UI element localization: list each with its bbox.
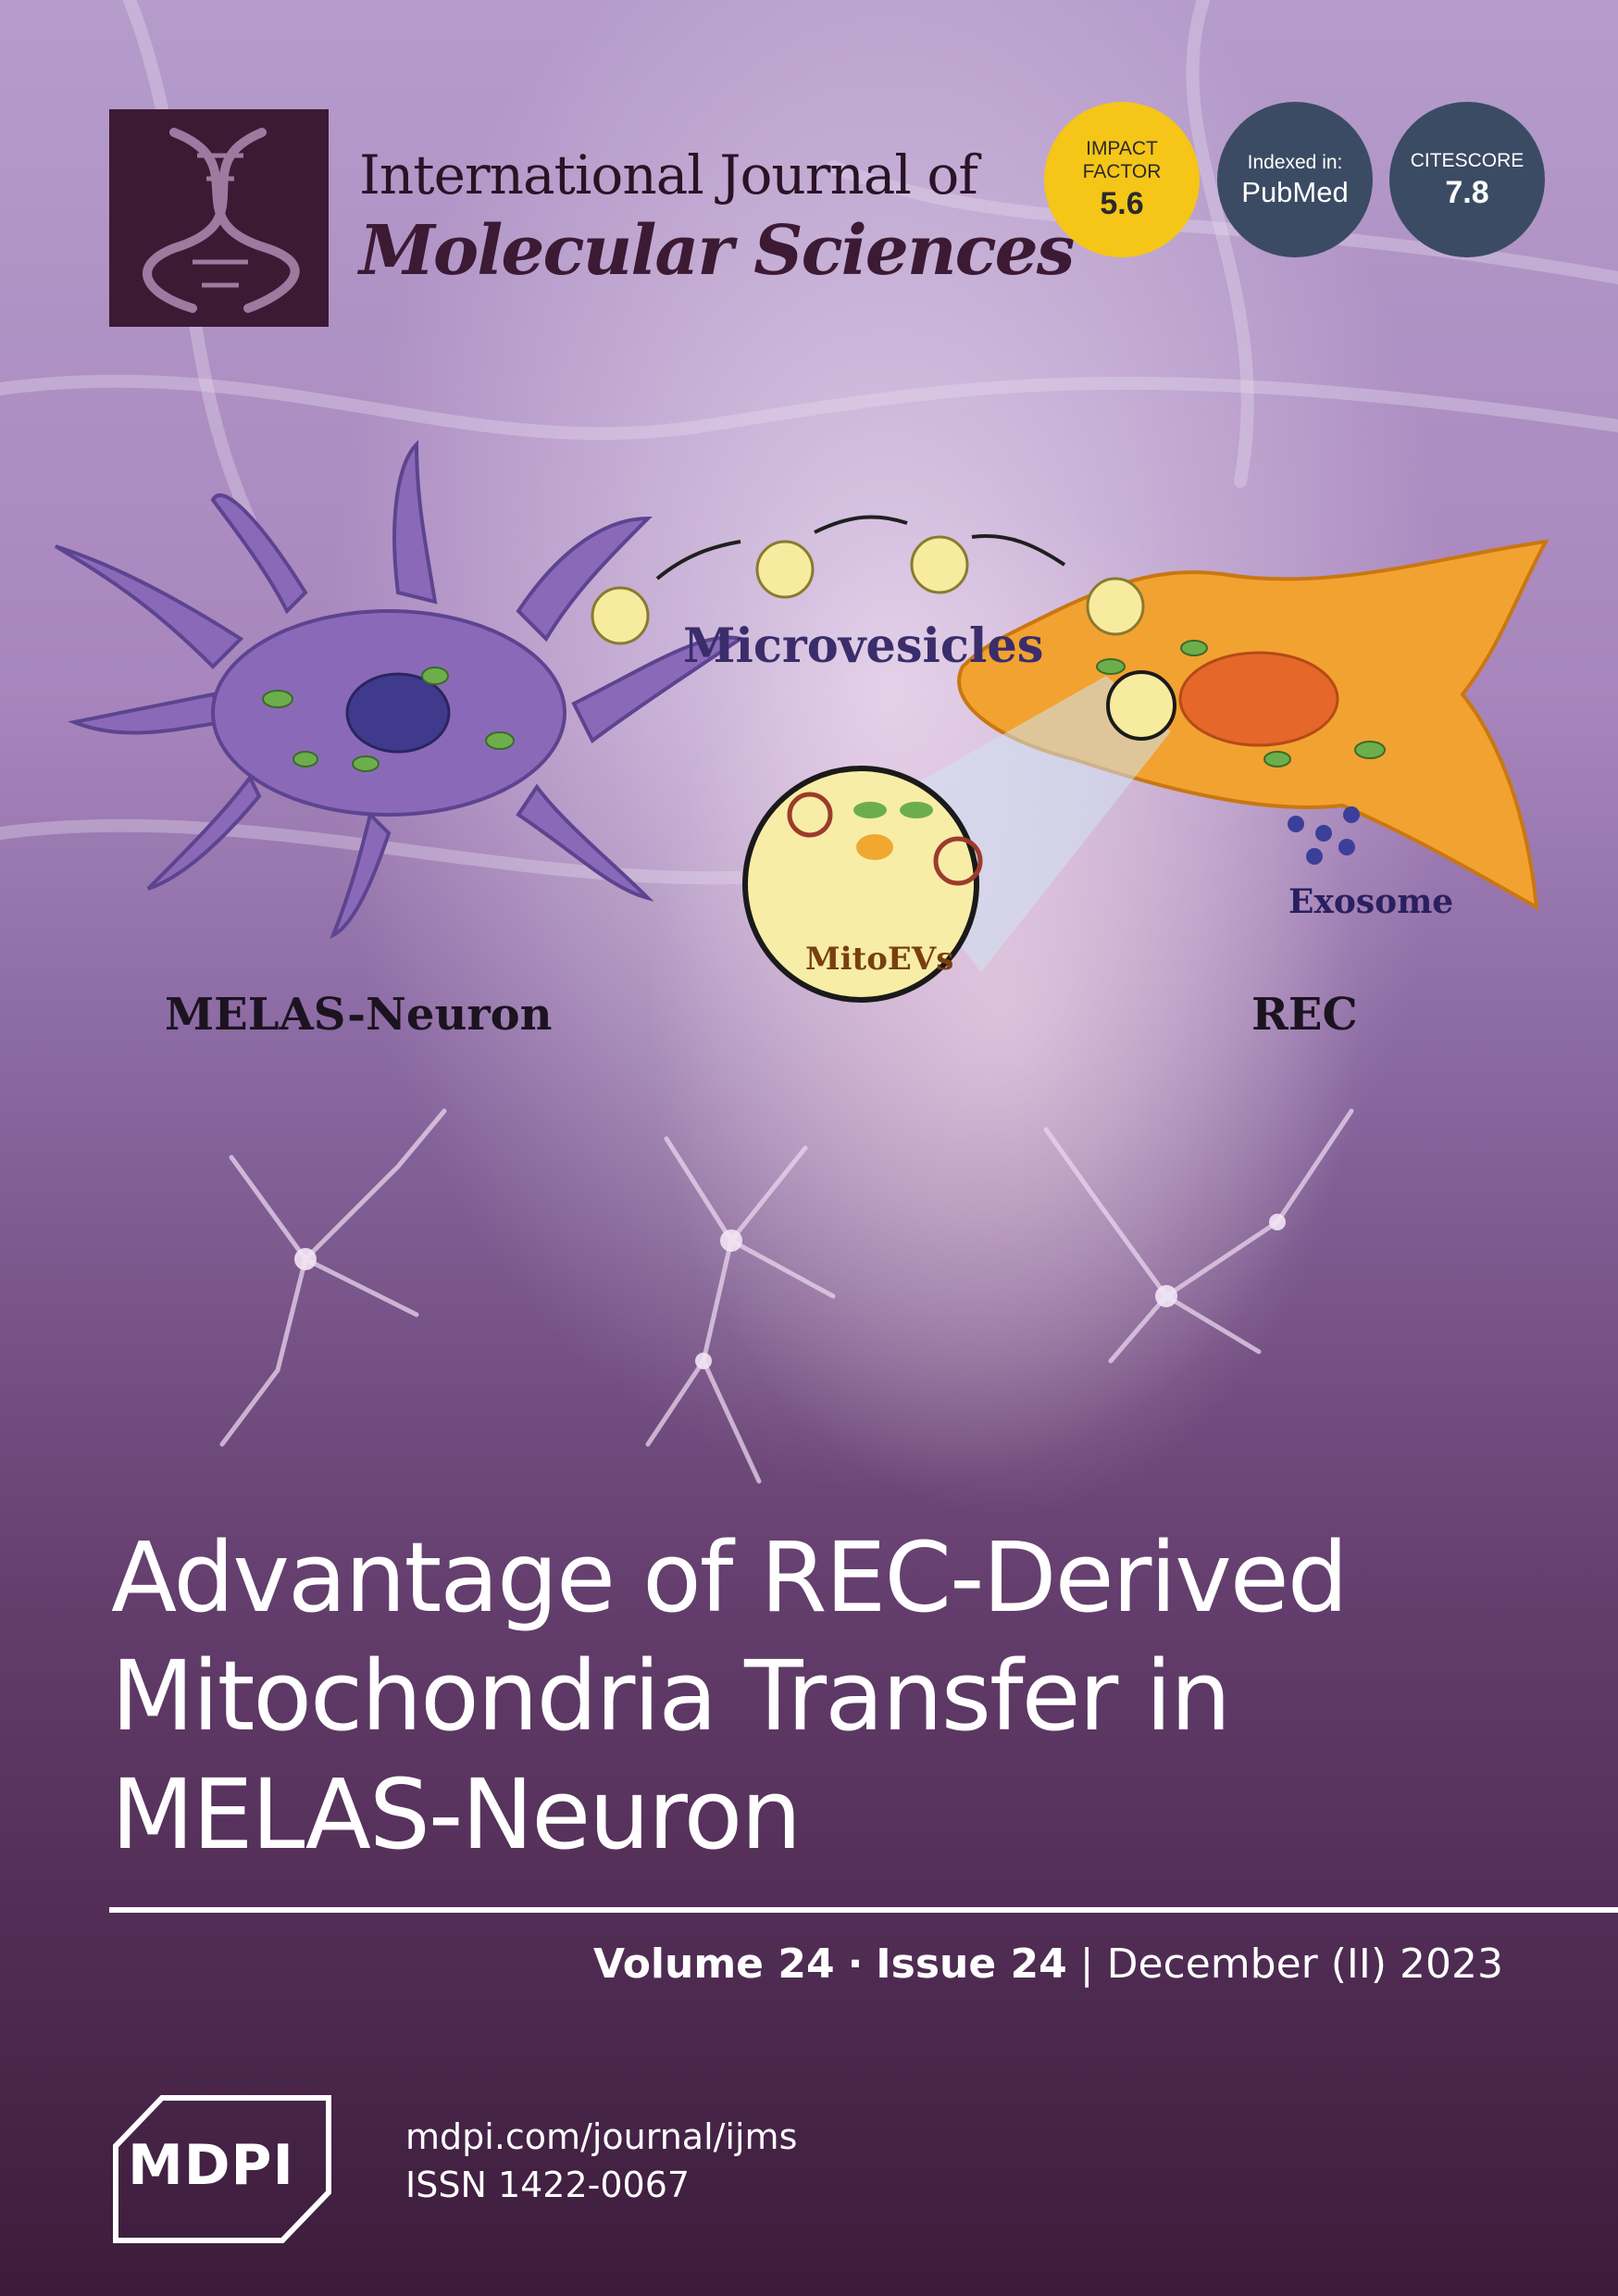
indexed-badge: Indexed in: PubMed: [1217, 102, 1373, 257]
citescore-badge: CITESCORE 7.8: [1389, 102, 1545, 257]
mitoev-zoom: [742, 670, 1176, 1003]
label-exosome: Exosome: [1288, 882, 1454, 921]
article-title-line1: Advantage of REC-Derived: [111, 1521, 1349, 1634]
publisher-name: MDPI: [128, 2133, 294, 2198]
label-rec: REC: [1251, 989, 1358, 1041]
issue-divider: |: [1079, 1940, 1094, 1988]
journal-name-line2: Molecular Sciences: [359, 211, 1075, 291]
citescore-value: 7.8: [1445, 174, 1489, 210]
dna-helix-icon: [143, 128, 300, 313]
journal-issn: ISSN 1422-0067: [405, 2165, 691, 2205]
label-microvesicles: Microvesicles: [683, 618, 1044, 674]
journal-name-line1: International Journal of: [359, 144, 978, 206]
journal-logo: [109, 109, 329, 327]
indexed-label: Indexed in:: [1247, 151, 1343, 173]
title-divider: [109, 1907, 1618, 1913]
issue-info: Volume 24 · Issue 24 | December (II) 202…: [593, 1940, 1503, 1988]
issue-number: Issue 24: [876, 1940, 1067, 1988]
issue-separator: ·: [847, 1940, 864, 1988]
impact-factor-label-line2: FACTOR: [1082, 161, 1162, 182]
issue-date: December (II) 2023: [1106, 1940, 1503, 1988]
mdpi-logo-hexagon: [113, 2095, 331, 2243]
impact-factor-badge: IMPACT FACTOR 5.6: [1044, 102, 1200, 257]
citescore-label: CITESCORE: [1410, 149, 1525, 171]
indexed-value: PubMed: [1241, 175, 1349, 208]
microvesicles: [591, 535, 1145, 645]
volume-number: Volume 24: [593, 1940, 835, 1988]
label-melas-neuron: MELAS-Neuron: [165, 989, 553, 1041]
impact-factor-value: 5.6: [1100, 186, 1144, 221]
impact-factor-label-line1: IMPACT: [1086, 138, 1158, 159]
melas-neuron-cell: [54, 440, 745, 940]
article-title-line2: Mitochondria Transfer in: [111, 1640, 1231, 1753]
article-title-line3: MELAS-Neuron: [111, 1758, 802, 1871]
label-mitoevs: MitoEVs: [805, 941, 954, 978]
journal-url[interactable]: mdpi.com/journal/ijms: [405, 2116, 798, 2157]
article-title: Advantage of REC-Derived Mitochondria Tr…: [111, 1518, 1555, 1874]
